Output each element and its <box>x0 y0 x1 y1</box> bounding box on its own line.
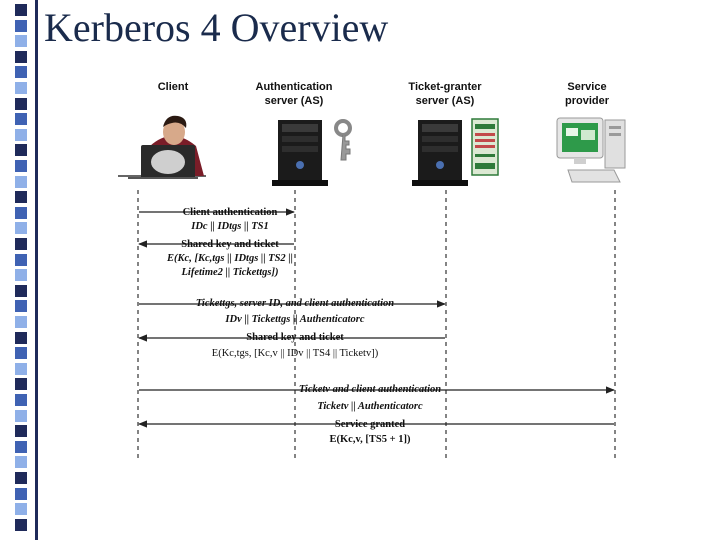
server-tower-icon <box>272 120 328 186</box>
sidebar-square <box>15 472 27 484</box>
sidebar-square <box>15 503 27 516</box>
sidebar-decoration <box>0 0 40 540</box>
sidebar-square <box>15 425 27 438</box>
message-2-detail-1: E(Kc, [Kc,tgs || IDtgs || TS2 || <box>167 253 293 264</box>
message-5-detail: Ticketv || Authenticatorc <box>317 401 423 412</box>
sidebar-square <box>15 144 27 157</box>
sidebar-square <box>15 269 27 282</box>
message-3-title: Tickettgs, server ID, and client authent… <box>195 298 395 309</box>
message-6-title: Service granted <box>334 419 406 430</box>
lifelines <box>137 190 616 462</box>
sidebar-square <box>15 238 27 250</box>
slide-title: Kerberos 4 Overview <box>44 5 389 50</box>
sidebar-square <box>15 19 27 32</box>
message-3-detail: IDv || Tickettgs || Authenticatorc <box>225 314 365 325</box>
sidebar-square <box>15 4 27 16</box>
sidebar-square <box>15 487 27 500</box>
sidebar-square <box>15 175 27 188</box>
sidebar-square <box>15 362 27 375</box>
person-at-laptop-icon <box>118 115 206 179</box>
sidebar-square <box>15 300 27 313</box>
sidebar-square <box>15 191 27 204</box>
sidebar-square <box>15 128 27 141</box>
desktop-computer-icon <box>556 117 626 183</box>
sidebar-square <box>15 316 27 328</box>
sidebar-square <box>15 456 27 469</box>
sidebar-square <box>15 97 27 110</box>
sidebar-square <box>15 206 27 219</box>
sidebar-square <box>15 394 27 406</box>
sidebar-square <box>15 378 27 391</box>
key-icon <box>334 119 352 161</box>
message-4-detail: E(Kc,tgs, [Kc,v || IDv || TS4 || Ticketv… <box>211 348 379 359</box>
message-2-title: Shared key and ticket <box>181 239 279 250</box>
sidebar-square <box>15 331 27 344</box>
sidebar-square <box>15 113 27 126</box>
message-2-detail-2: Lifetime2 || Tickettgs]) <box>181 267 279 278</box>
message-4-title: Shared key and ticket <box>246 332 344 343</box>
sidebar-square <box>15 347 27 360</box>
sidebar-square <box>15 50 27 63</box>
message-6-detail: E(Kc,v, [TS5 + 1]) <box>329 434 411 445</box>
message-5-title: Ticketv and client authentication <box>298 384 442 395</box>
server-tower-icon <box>412 120 468 186</box>
sidebar-rail <box>35 0 38 540</box>
sidebar-square <box>15 409 27 422</box>
sidebar-square <box>15 253 27 266</box>
actor-label-client: Client <box>157 81 189 93</box>
message-1-detail: IDc || IDtgs || TS1 <box>191 221 269 232</box>
sidebar-square <box>15 222 27 235</box>
sidebar-square <box>15 35 27 48</box>
sidebar-square <box>15 440 27 453</box>
message-1-title: Client authentication <box>182 207 278 218</box>
ticket-icon <box>471 118 499 176</box>
sidebar-square <box>15 284 27 297</box>
sidebar-square <box>15 82 27 94</box>
sidebar-square <box>15 160 27 172</box>
sidebar-square <box>15 66 27 79</box>
sidebar-square <box>15 518 27 531</box>
